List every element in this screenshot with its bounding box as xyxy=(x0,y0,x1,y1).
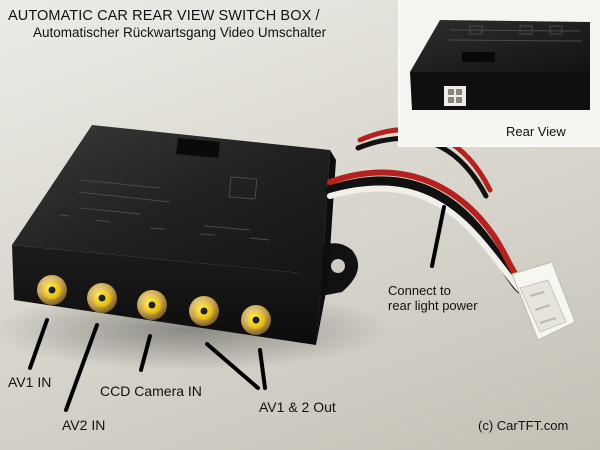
rca-jack-av2 xyxy=(87,283,117,313)
box-window xyxy=(176,138,220,158)
label-av2-in: AV2 IN xyxy=(62,417,106,433)
title-line-1: AUTOMATIC CAR REAR VIEW SWITCH BOX / xyxy=(8,8,320,24)
pointer-ccd-in xyxy=(139,334,152,372)
power-label-line-2: rear light power xyxy=(388,298,478,313)
inset-markings xyxy=(447,25,583,42)
power-label-line-1: Connect to xyxy=(388,283,451,298)
pointer-lines xyxy=(28,205,446,412)
switch-box-top xyxy=(12,125,330,275)
inset-box-top xyxy=(410,20,590,72)
rca-jack-av1 xyxy=(37,275,67,305)
rca-jack-out2 xyxy=(241,305,271,335)
pointer-power xyxy=(430,205,446,268)
label-ccd-camera-in: CCD Camera IN xyxy=(100,383,202,399)
rca-jack-out1 xyxy=(189,296,219,326)
pointer-av1-in xyxy=(28,318,49,370)
mounting-hole xyxy=(331,259,345,273)
rca-jack-ccd xyxy=(137,290,167,320)
copyright: (c) CarTFT.com xyxy=(478,418,569,433)
rear-view-inset xyxy=(398,0,600,147)
inset-socket xyxy=(444,86,466,106)
embossed-markings xyxy=(59,176,271,241)
pointer-av-out-2 xyxy=(258,348,267,390)
inset-caption: Rear View xyxy=(506,124,566,139)
inset-window xyxy=(462,52,495,62)
title-line-2: Automatischer Rückwartsgang Video Umscha… xyxy=(33,25,327,40)
rear-view-photo xyxy=(410,20,590,110)
pointer-av2-in xyxy=(64,323,99,412)
molex-connector xyxy=(511,261,576,341)
label-av1-in: AV1 IN xyxy=(8,374,52,390)
pointer-av-out-1 xyxy=(205,342,260,390)
label-av-out: AV1 & 2 Out xyxy=(259,399,336,415)
inset-box-front xyxy=(410,72,590,110)
